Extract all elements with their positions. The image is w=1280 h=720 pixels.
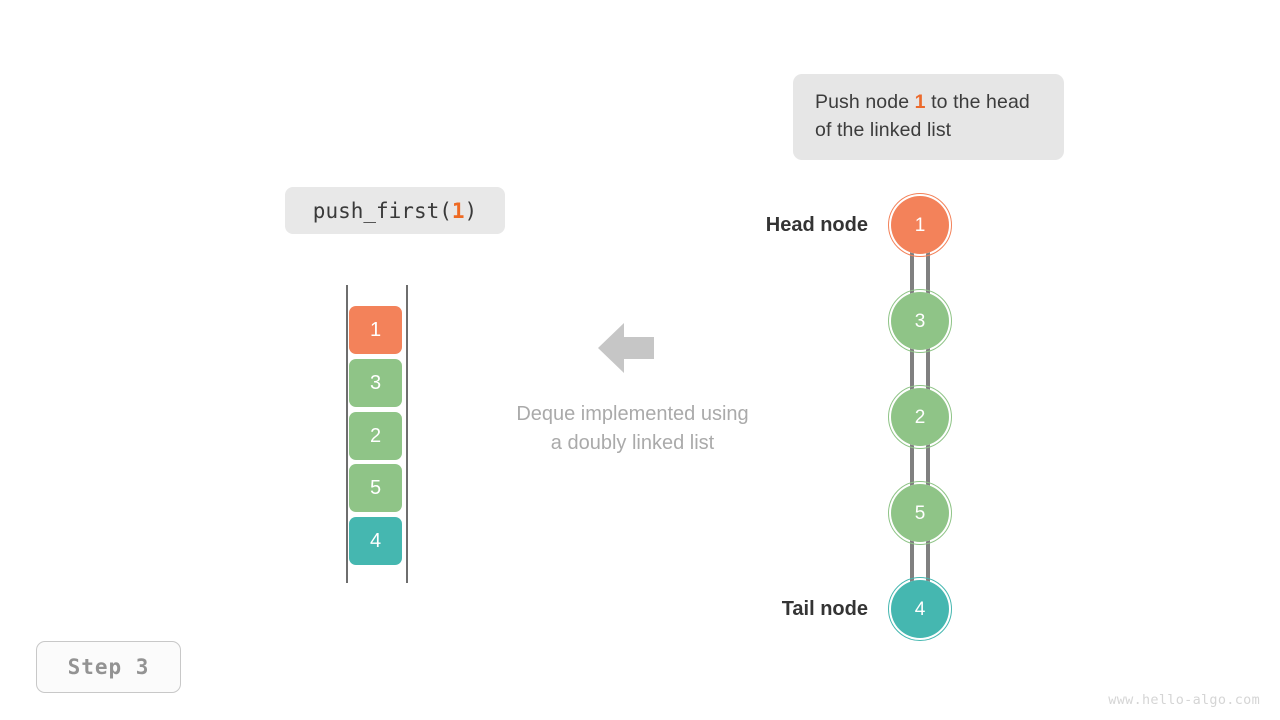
array-cell-4: 4 (349, 517, 402, 565)
node-outer-ring-3 (888, 481, 952, 545)
node-outer-ring-1 (888, 289, 952, 353)
callout-box: Push node 1 to the head of the linked li… (793, 74, 1064, 160)
node-value: 1 (914, 214, 926, 236)
node-outer-ring-4 (888, 577, 952, 641)
array-cell-value: 3 (369, 372, 382, 394)
code-argument: 1 (451, 198, 465, 223)
array-cell-value: 5 (369, 477, 382, 499)
array-cell-2: 2 (349, 412, 402, 460)
diagram-caption: Deque implemented using a doubly linked … (455, 400, 810, 458)
node-value: 4 (914, 598, 926, 620)
linked-list-node-3: 5 (891, 484, 949, 542)
caption-line-2: a doubly linked list (550, 432, 715, 454)
left-arrow-icon (596, 320, 656, 381)
array-cell-1: 3 (349, 359, 402, 407)
caption-line-1: Deque implemented using (516, 403, 749, 425)
linked-list-node-2: 2 (891, 388, 949, 446)
linked-list-node-1: 3 (891, 292, 949, 350)
callout-text-after: to the head of the linked list (815, 91, 1030, 141)
linked-list-node-4: 4 (891, 580, 949, 638)
node-value: 3 (914, 310, 926, 332)
array-cell-value: 1 (369, 319, 382, 341)
array-cell-value: 2 (369, 425, 382, 447)
array-left-border (346, 285, 348, 583)
callout-text-before: Push node (815, 91, 915, 113)
operation-code-label: push_first(1) (285, 187, 505, 234)
code-fn-close: ) (464, 198, 478, 223)
array-cell-3: 5 (349, 464, 402, 512)
code-fn-open: push_first( (312, 198, 452, 223)
node-value: 2 (914, 406, 926, 428)
head-node-label: Head node (765, 214, 868, 236)
linked-list-node-0: 1 (891, 196, 949, 254)
array-cell-0: 1 (349, 306, 402, 354)
node-value: 5 (914, 502, 926, 524)
callout-highlight-value: 1 (914, 91, 926, 113)
tail-node-label: Tail node (781, 598, 868, 620)
array-cell-value: 4 (369, 530, 382, 552)
step-badge: Step 3 (36, 641, 181, 693)
step-badge-label: Step 3 (67, 655, 150, 679)
array-right-border (406, 285, 408, 583)
watermark: www.hello-algo.com (1108, 692, 1260, 708)
node-outer-ring-0 (888, 193, 952, 257)
node-outer-ring-2 (888, 385, 952, 449)
